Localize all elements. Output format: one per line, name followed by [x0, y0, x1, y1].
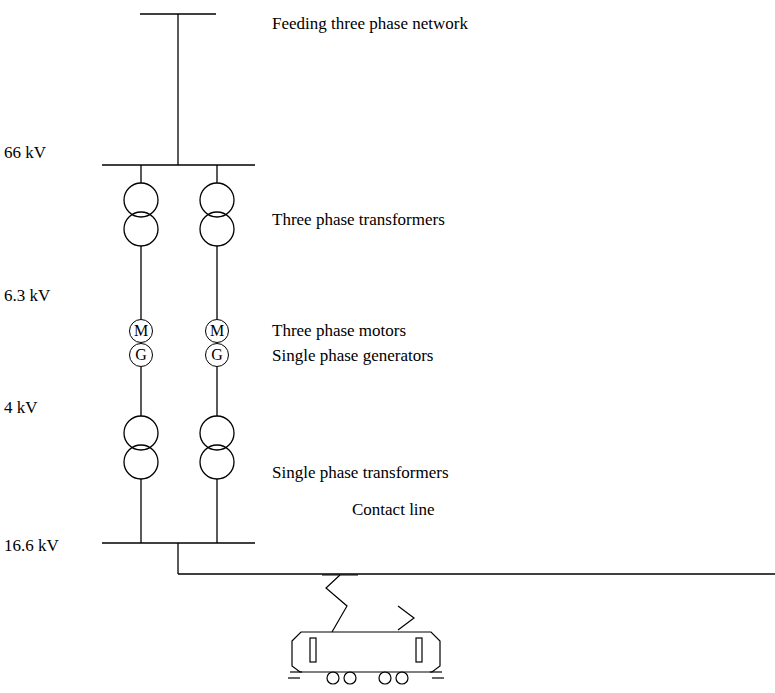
line-label: Contact line	[352, 500, 435, 520]
generator-circle: G	[205, 343, 229, 367]
component-label: Three phase motors	[272, 321, 406, 341]
voltage-label: 66 kV	[4, 143, 46, 163]
component-label: Single phase transformers	[272, 463, 449, 483]
component-label: Single phase generators	[272, 346, 433, 366]
voltage-label: 6.3 kV	[4, 286, 50, 306]
voltage-label: 4 kV	[4, 398, 38, 418]
symbol-letter: G	[211, 347, 223, 363]
voltage-label: 16.6 kV	[4, 536, 59, 556]
symbol-letter: M	[134, 323, 148, 339]
right-column	[200, 165, 234, 543]
left-column	[124, 165, 158, 543]
symbol-letter: M	[210, 323, 224, 339]
motor-circle: M	[129, 319, 153, 343]
motor-circle: M	[205, 319, 229, 343]
generator-circle: G	[129, 343, 153, 367]
symbol-letter: G	[135, 347, 147, 363]
network-label: Feeding three phase network	[272, 14, 468, 34]
train	[288, 575, 444, 684]
component-label: Three phase transformers	[272, 210, 445, 230]
